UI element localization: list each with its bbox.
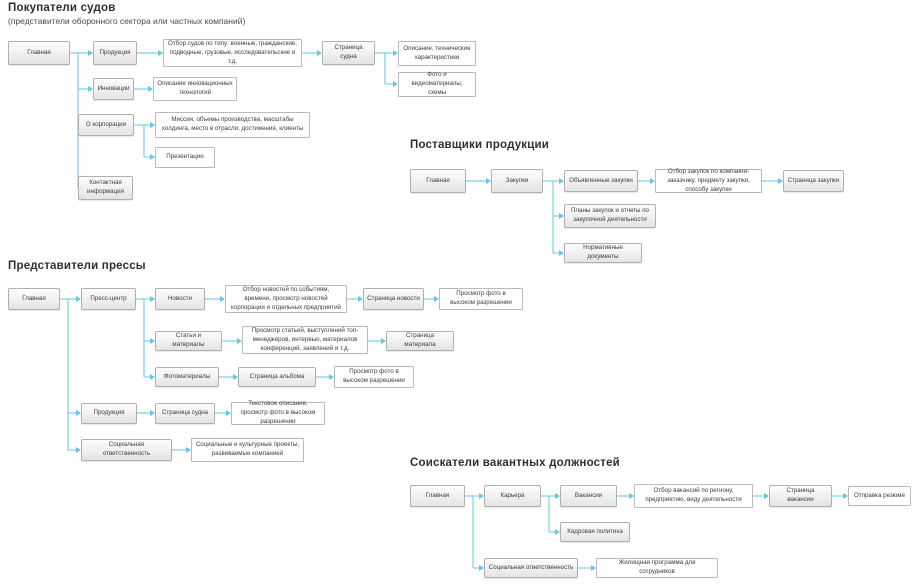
node-buyers-ship-page[interactable]: Страница судна — [322, 41, 375, 65]
section-title-press: Представители прессы — [8, 260, 146, 272]
node-suppliers-purchase-page[interactable]: Страница закупки — [783, 170, 844, 192]
node-suppliers-purchases[interactable]: Закупки — [491, 169, 543, 193]
node-press-news-page[interactable]: Страница новости — [363, 288, 424, 310]
node-jobs-career[interactable]: Карьера — [484, 485, 541, 507]
node-buyers-presentations[interactable]: Презентации — [155, 147, 215, 168]
node-buyers-about-description[interactable]: Миссия, объемы производства, масштабы хо… — [155, 112, 310, 138]
node-press-articles-description[interactable]: Просмотр статьей, выступлений топ-менедж… — [242, 326, 368, 354]
node-buyers-products[interactable]: Продукция — [93, 41, 137, 65]
node-press-ship-page[interactable]: Страница судна — [155, 403, 215, 424]
node-buyers-ship-filter[interactable]: Отбор судов по типу: военные, граждански… — [163, 39, 302, 67]
node-buyers-home[interactable]: Главная — [8, 41, 70, 65]
node-press-products[interactable]: Продукция — [81, 403, 137, 424]
node-press-articles[interactable]: Статьи и материалы — [155, 331, 222, 351]
section-title-jobseekers: Соискатели вакантных должностей — [410, 457, 620, 469]
node-jobs-vacancies[interactable]: Вакансии — [560, 485, 617, 507]
node-press-news-filter[interactable]: Отбор новостей по событиям, времени, про… — [225, 285, 347, 313]
node-buyers-innovation-description[interactable]: Описание инновационных технологий — [153, 77, 237, 101]
node-press-home[interactable]: Главная — [8, 288, 60, 310]
node-press-social-description[interactable]: Социальные и культурные проекты, развива… — [191, 438, 304, 462]
node-press-photomaterials[interactable]: Фотоматериалы — [155, 367, 219, 387]
node-press-article-page[interactable]: Страница материала — [386, 331, 454, 351]
node-suppliers-announced[interactable]: Объявленные закупки — [564, 170, 638, 192]
node-suppliers-plans-reports[interactable]: Планы закупок и отчеты по закупочной дея… — [564, 204, 656, 228]
node-buyers-description-technical[interactable]: Описание, технические характеристики — [398, 41, 476, 66]
node-jobs-hr-policy[interactable]: Кадровая политика — [560, 522, 630, 542]
node-jobs-send-resume[interactable]: Отправка резюме — [848, 486, 911, 506]
node-jobs-social[interactable]: Социальная ответственность — [484, 558, 578, 578]
section-subtitle-buyers: (представители оборонного сектора или ча… — [8, 16, 246, 26]
node-suppliers-purchase-filter[interactable]: Отбор закупок по компании-заказчику, пре… — [655, 168, 762, 193]
node-buyers-about[interactable]: О корпорации — [78, 114, 134, 136]
node-jobs-vacancy-filter[interactable]: Отбор вакансий по региону, предприятию, … — [634, 484, 753, 508]
node-press-album-page[interactable]: Страница альбома — [238, 367, 316, 387]
node-suppliers-normative-documents[interactable]: Нормативные документы — [564, 243, 642, 263]
node-buyers-innovations[interactable]: Инновации — [93, 78, 134, 100]
node-jobs-housing-program[interactable]: Жилищная программа для сотрудников — [596, 558, 718, 578]
node-jobs-vacancy-page[interactable]: Страница вакансии — [769, 485, 832, 507]
node-buyers-contacts[interactable]: Контактная информация — [78, 176, 133, 200]
node-press-album-photo[interactable]: Просмотр фото в высоком разрешении — [334, 366, 414, 388]
node-press-social[interactable]: Социальная ответственность — [81, 439, 172, 461]
node-press-ship-description[interactable]: Текстовое описание, просмотр фото в высо… — [231, 400, 325, 425]
section-title-suppliers: Поставщики продукции — [410, 139, 550, 151]
node-suppliers-home[interactable]: Главная — [410, 169, 466, 193]
section-title-buyers: Покупатели судов — [8, 2, 116, 14]
node-press-presscenter[interactable]: Пресс-центр — [81, 288, 136, 310]
node-press-news-photo[interactable]: Просмотр фото в высоком разрешении — [439, 288, 523, 310]
node-press-news[interactable]: Новости — [155, 288, 205, 310]
node-jobs-home[interactable]: Главная — [410, 485, 465, 507]
node-buyers-photo-video[interactable]: Фото и видеоматериалы, схемы — [398, 71, 476, 97]
